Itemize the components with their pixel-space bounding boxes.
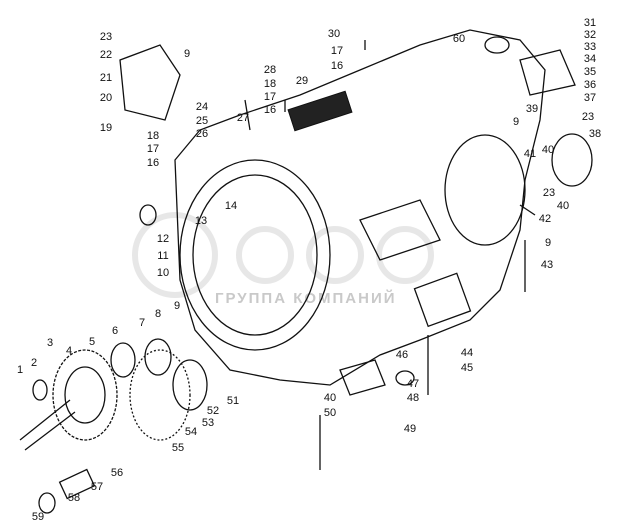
- callout-11: 11: [157, 250, 168, 262]
- callout-6: 6: [112, 325, 118, 337]
- callout-40: 40: [542, 144, 554, 156]
- callout-16: 16: [264, 104, 276, 116]
- callout-58: 58: [68, 492, 80, 504]
- callout-46: 46: [396, 349, 408, 361]
- callout-57: 57: [91, 481, 103, 493]
- watermark-text: ГРУППА КОМПАНИЙ: [215, 289, 397, 307]
- callout-43: 43: [541, 259, 553, 271]
- watermark-logo: [132, 212, 434, 298]
- callout-20: 20: [100, 92, 112, 104]
- callout-37: 37: [584, 92, 596, 104]
- callout-9: 9: [174, 300, 180, 312]
- bearing-covers: [110, 338, 208, 441]
- callout-47: 47: [407, 378, 419, 390]
- callout-17: 17: [147, 143, 159, 155]
- callout-4: 4: [66, 345, 72, 357]
- flange: [551, 133, 593, 187]
- callout-53: 53: [202, 417, 214, 429]
- callout-40: 40: [324, 392, 336, 404]
- input-shaft-gear: [19, 349, 118, 451]
- callout-38: 38: [589, 128, 601, 140]
- callout-23: 23: [582, 111, 594, 123]
- callout-41: 41: [524, 148, 536, 160]
- callout-9: 9: [184, 48, 190, 60]
- callout-29: 29: [296, 75, 308, 87]
- callout-14: 14: [225, 200, 237, 212]
- callout-9: 9: [545, 237, 551, 249]
- transmission-housing: [174, 29, 546, 386]
- callout-22: 22: [100, 49, 112, 61]
- callout-26: 26: [196, 128, 208, 140]
- callout-23: 23: [100, 31, 112, 43]
- callout-9: 9: [513, 116, 519, 128]
- callout-30: 30: [328, 28, 340, 40]
- callout-17: 17: [331, 45, 343, 57]
- callout-16: 16: [147, 157, 159, 169]
- callout-42: 42: [539, 213, 551, 225]
- callout-18: 18: [264, 78, 276, 90]
- callout-49: 49: [404, 423, 416, 435]
- callout-32: 32: [584, 29, 596, 41]
- callout-60: 60: [453, 33, 465, 45]
- callout-28: 28: [264, 64, 276, 76]
- callout-24: 24: [196, 101, 208, 113]
- callout-40: 40: [557, 200, 569, 212]
- callout-3: 3: [47, 337, 53, 349]
- callout-2: 2: [31, 357, 37, 369]
- callout-17: 17: [264, 91, 276, 103]
- callout-39: 39: [526, 103, 538, 115]
- small-parts: [38, 36, 536, 514]
- cover-plate: [119, 44, 181, 121]
- callout-5: 5: [89, 336, 95, 348]
- callout-10: 10: [157, 267, 169, 279]
- callout-56: 56: [111, 467, 123, 479]
- callout-1: 1: [17, 364, 23, 376]
- callout-45: 45: [461, 362, 473, 374]
- callout-7: 7: [139, 317, 145, 329]
- callout-25: 25: [196, 115, 208, 127]
- callout-12: 12: [157, 233, 169, 245]
- callout-44: 44: [461, 347, 473, 359]
- callout-23: 23: [543, 187, 555, 199]
- callout-27: 27: [237, 112, 249, 124]
- callout-8: 8: [155, 308, 161, 320]
- callout-21: 21: [100, 72, 112, 84]
- callout-54: 54: [185, 426, 197, 438]
- callout-59: 59: [32, 511, 44, 523]
- callout-35: 35: [584, 66, 596, 78]
- callout-33: 33: [584, 41, 596, 53]
- callout-18: 18: [147, 130, 159, 142]
- callout-55: 55: [172, 442, 184, 454]
- callout-16: 16: [331, 60, 343, 72]
- callout-31: 31: [584, 17, 596, 29]
- callout-36: 36: [584, 79, 596, 91]
- callout-34: 34: [584, 53, 596, 65]
- top-cover: [519, 49, 576, 96]
- callout-13: 13: [195, 215, 207, 227]
- callout-50: 50: [324, 407, 336, 419]
- callout-52: 52: [207, 405, 219, 417]
- callout-48: 48: [407, 392, 419, 404]
- callout-51: 51: [227, 395, 239, 407]
- callout-19: 19: [100, 122, 112, 134]
